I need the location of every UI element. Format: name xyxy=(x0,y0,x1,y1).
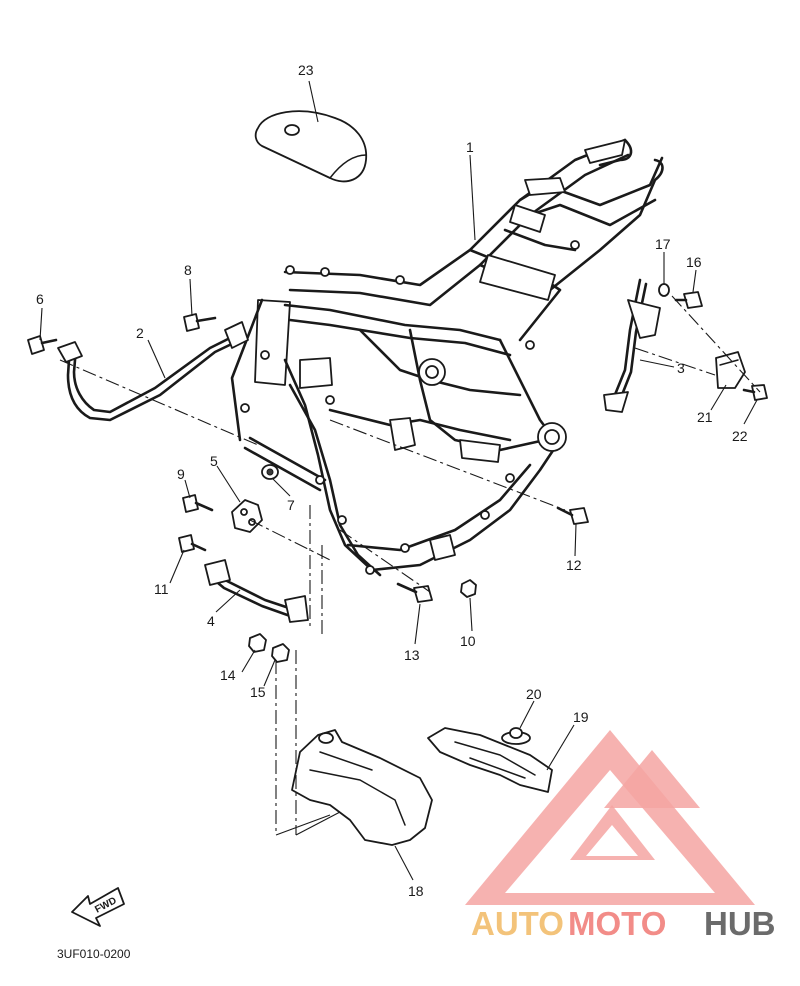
watermark-text: AUTO MOTO HUB xyxy=(471,905,776,942)
part-2-stay xyxy=(57,321,249,422)
part-4-bar xyxy=(204,559,309,623)
part-5-plate xyxy=(231,499,263,533)
watermark-auto: AUTO xyxy=(471,905,564,942)
part-3-bracket xyxy=(603,278,661,413)
callout-21: 21 xyxy=(697,409,713,425)
watermark-logo xyxy=(465,730,755,905)
callout-23: 23 xyxy=(298,62,314,78)
callout-4: 4 xyxy=(207,613,215,629)
callout-2: 2 xyxy=(136,325,144,341)
part-23-cover xyxy=(254,110,367,183)
callout-6: 6 xyxy=(36,291,44,307)
nut-14 xyxy=(248,633,267,653)
fwd-arrow-icon: FWD xyxy=(71,887,125,927)
callout-12: 12 xyxy=(566,557,582,573)
nut-15 xyxy=(271,643,290,663)
bolt-12 xyxy=(556,506,589,525)
part-19-plate xyxy=(427,727,553,793)
assembly-lines xyxy=(59,295,761,835)
callout-16: 16 xyxy=(686,254,702,270)
callout-9: 9 xyxy=(177,466,185,482)
reference-code: 3UF010-0200 xyxy=(57,947,131,961)
part-7-collar xyxy=(261,464,279,480)
callout-7: 7 xyxy=(287,497,295,513)
part-16-bolt xyxy=(674,291,703,309)
callout-15: 15 xyxy=(250,684,266,700)
part-17-washer xyxy=(658,283,670,297)
part-1-frame xyxy=(230,138,664,577)
callout-22: 22 xyxy=(732,428,748,444)
bolt-13 xyxy=(396,582,433,603)
callout-20: 20 xyxy=(526,686,542,702)
callout-1: 1 xyxy=(466,139,474,155)
bolt-6 xyxy=(27,335,58,355)
part-21-clamp xyxy=(715,351,746,389)
bolt-8 xyxy=(183,313,217,332)
watermark-moto: MOTO xyxy=(568,905,666,942)
callout-18: 18 xyxy=(408,883,424,899)
bolt-11 xyxy=(178,534,207,553)
nut-10 xyxy=(460,579,477,598)
part-18-cover xyxy=(291,729,433,846)
leader-lines xyxy=(39,80,758,881)
callout-3: 3 xyxy=(677,360,685,376)
callout-13: 13 xyxy=(404,647,420,663)
callout-10: 10 xyxy=(460,633,476,649)
watermark-hub: HUB xyxy=(704,905,776,942)
callout-17: 17 xyxy=(655,236,671,252)
callout-11: 11 xyxy=(154,581,169,597)
callout-labels: 23 1 2 6 8 5 7 9 11 4 14 15 13 10 12 3 1… xyxy=(36,62,748,899)
callout-19: 19 xyxy=(573,709,589,725)
part-20-grommet xyxy=(501,727,531,745)
callout-5: 5 xyxy=(210,453,218,469)
callout-14: 14 xyxy=(220,667,236,683)
bolt-9 xyxy=(182,494,214,513)
part-22-bolt xyxy=(742,384,768,401)
callout-8: 8 xyxy=(184,262,192,278)
